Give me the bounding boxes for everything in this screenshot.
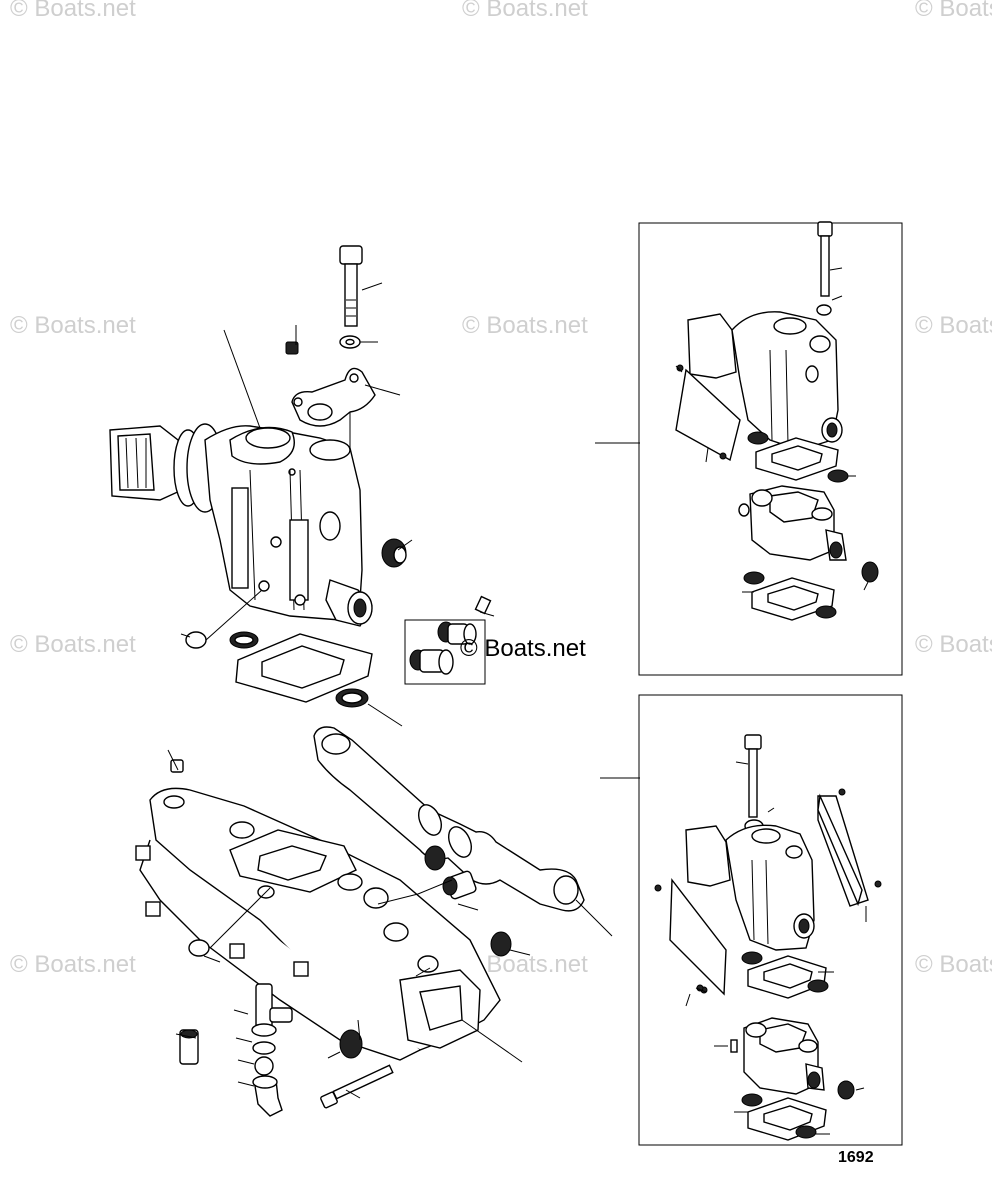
manifold-plug (339, 1029, 363, 1059)
check-ball (254, 1056, 274, 1076)
pipe-plug (170, 759, 184, 773)
elbow-fitting (409, 649, 454, 675)
manifold-hose-fitting (442, 870, 477, 900)
inset-panel-elbow-kit (638, 694, 903, 1146)
manifold-bolt (320, 1064, 394, 1109)
watermark: © Boats.net (915, 631, 992, 658)
hose-fitting (381, 538, 407, 568)
exhaust-manifold (135, 787, 501, 1061)
callout-lines (167, 282, 640, 1099)
watermark: © Boats.net (462, 0, 588, 22)
exhaust-elbow (204, 425, 373, 627)
watermark: © Boats.net (915, 951, 992, 978)
pipe-plug (285, 341, 299, 355)
exhaust-manifold-assembly (135, 726, 585, 1117)
lifting-bracket (291, 367, 376, 427)
fitting-detail-box (404, 619, 486, 685)
tee-fitting (251, 983, 293, 1037)
center-watermark-label: © Boats.net (460, 635, 586, 662)
o-ring (252, 1041, 276, 1055)
watermark: © Boats.net (10, 951, 136, 978)
manifold-gasket (313, 726, 585, 912)
watermarks: © Boats.net © Boats.net © Boats.net © Bo… (10, 0, 992, 978)
drain-plug (185, 631, 207, 649)
exhaust-shutter-actuator (109, 423, 224, 513)
watermark: © Boats.net (915, 0, 992, 22)
elbow-bolt (339, 245, 363, 327)
drain-elbow (252, 1075, 283, 1117)
inset-panel-riser-kit (638, 221, 903, 676)
hose-barb (179, 1029, 199, 1065)
watermark: © Boats.net (10, 631, 136, 658)
anode-plug (490, 931, 512, 957)
manifold-plug (424, 845, 446, 871)
watermark: © Boats.net (10, 0, 136, 22)
exhaust-elbow-assembly: © Boats.net (109, 245, 586, 708)
watermark: © Boats.net (462, 312, 588, 339)
hose-barb-fitting (437, 621, 477, 645)
drain-plug (188, 939, 210, 957)
elbow-gasket (229, 631, 373, 708)
watermark: © Boats.net (10, 312, 136, 339)
watermark: © Boats.net (915, 312, 992, 339)
pin (474, 595, 492, 615)
diagram-number: 1692 (838, 1149, 874, 1166)
